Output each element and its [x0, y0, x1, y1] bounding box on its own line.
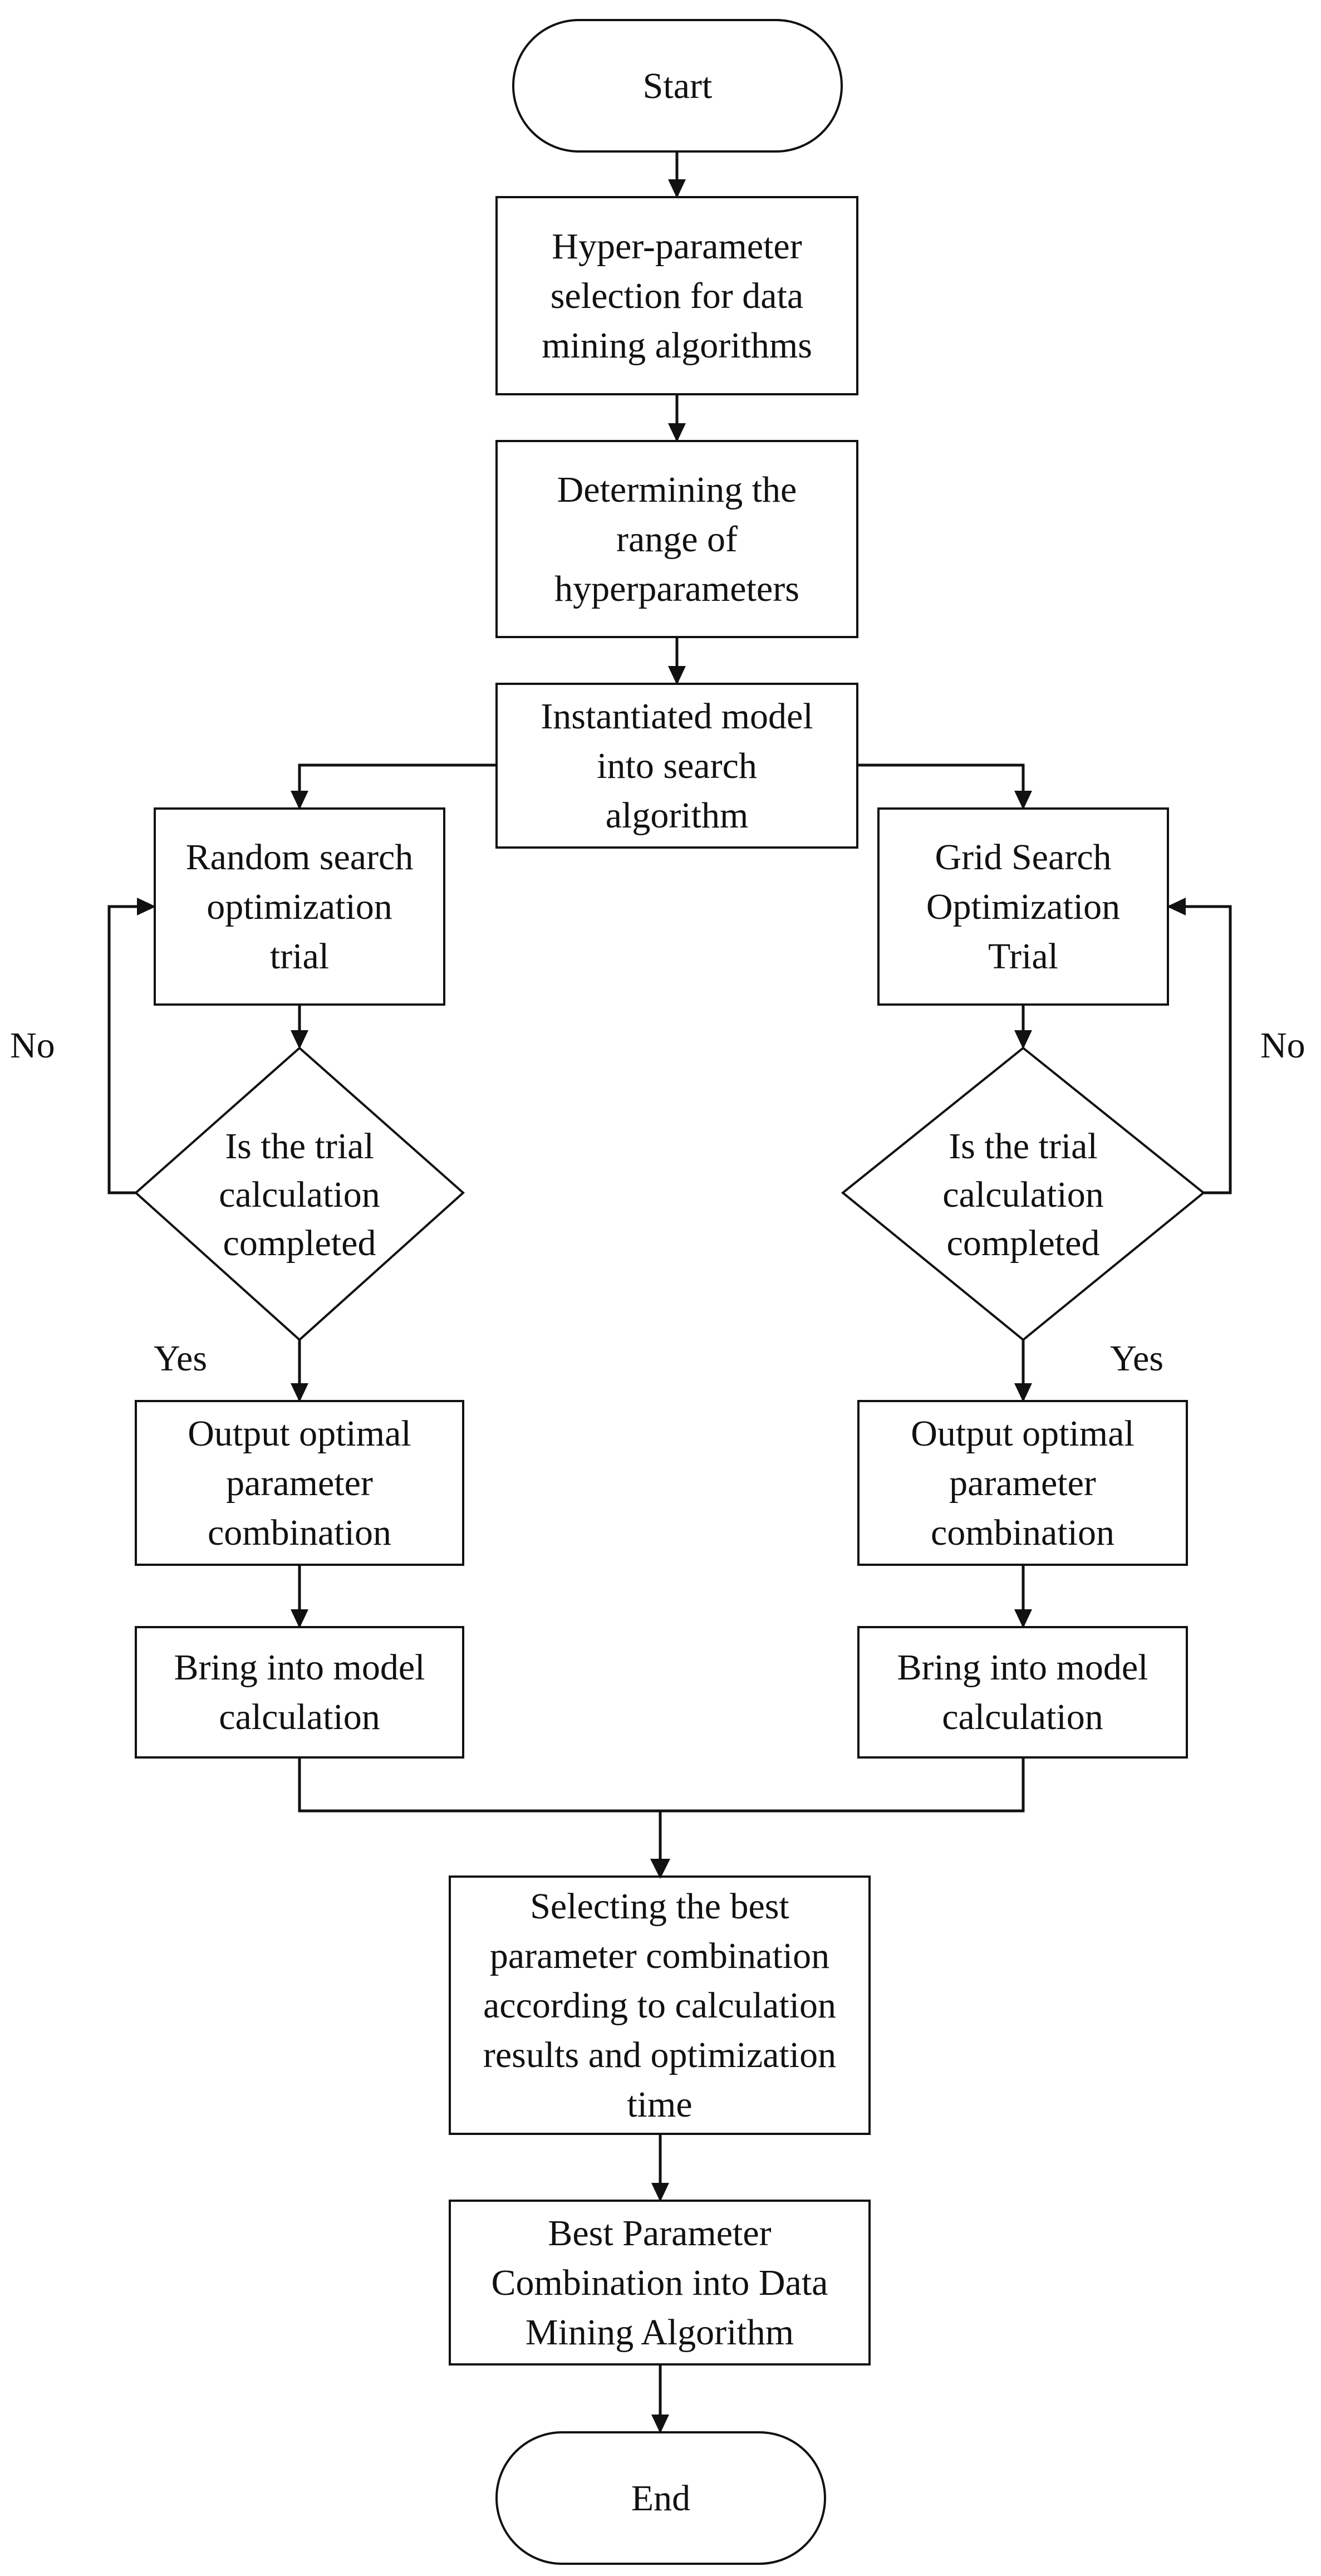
edge-merge: [298, 1757, 1025, 1813]
end-terminal: [495, 2431, 826, 2565]
decision-right-diamond: [841, 1046, 1206, 1341]
random-trial-box: [154, 807, 445, 1006]
edge-no-loop-right: [1167, 898, 1232, 1194]
yes-left-label: Yes: [154, 1338, 208, 1379]
decision-left-diamond: [134, 1046, 465, 1341]
grid-trial-box: [877, 807, 1169, 1006]
edge-instantiate-to-grid: [857, 763, 1032, 810]
edge-no-loop-left: [107, 898, 156, 1194]
output-right-box: [857, 1400, 1188, 1566]
bring-left-box: [135, 1626, 464, 1759]
best-combo-box: [449, 2200, 871, 2366]
output-left-box: [135, 1400, 464, 1566]
no-left-label: No: [10, 1025, 55, 1066]
no-right-label: No: [1260, 1025, 1305, 1066]
yes-right-label: Yes: [1110, 1338, 1164, 1379]
bring-right-box: [857, 1626, 1188, 1759]
start-terminal: [512, 19, 843, 153]
select-best-box: [449, 1875, 871, 2135]
range-box: [495, 440, 858, 638]
hyper-selection-box: [495, 196, 858, 395]
instantiate-box: [495, 683, 858, 849]
edge-instantiate-to-random: [291, 763, 497, 810]
